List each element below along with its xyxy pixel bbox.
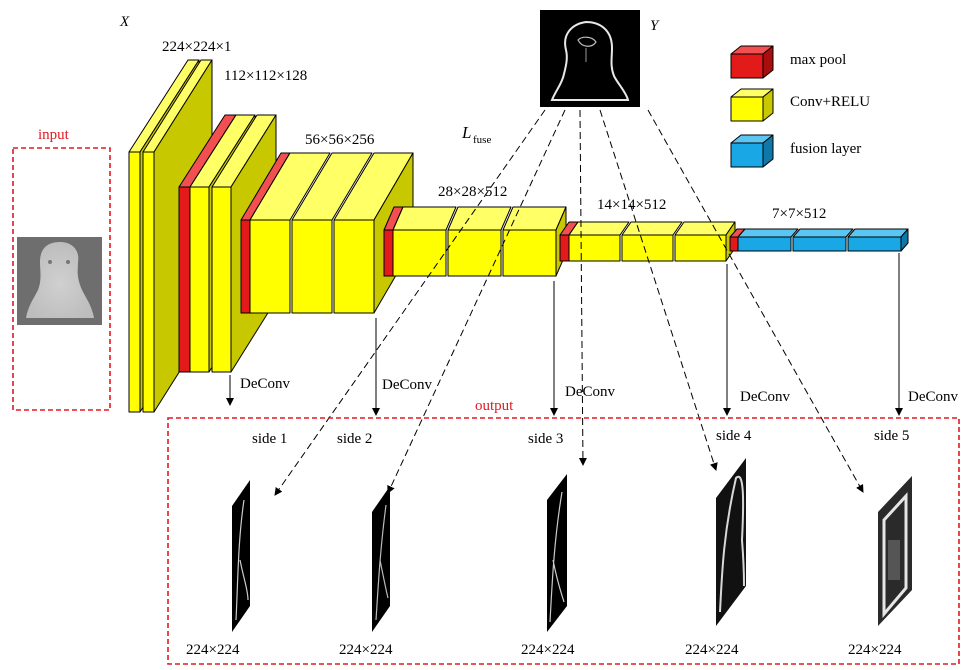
- stage6-fusion-block: [730, 229, 908, 251]
- side-output-image-4: [716, 458, 746, 626]
- stage5-block: [560, 222, 735, 261]
- side-output-image-1: [232, 480, 250, 632]
- stage4-block: [384, 207, 566, 276]
- deconv-label-2: DeConv: [382, 377, 432, 393]
- side-size-5: 224×224: [848, 642, 902, 658]
- legend-item-conv-relu: Conv+RELU: [731, 89, 870, 121]
- y-label: Y: [650, 18, 660, 34]
- side-size-1: 224×224: [186, 642, 240, 658]
- svg-text:fusion layer: fusion layer: [790, 141, 861, 157]
- l-fuse-label: L fuse: [461, 123, 491, 146]
- svg-text:fuse: fuse: [473, 134, 491, 146]
- side-label-5: side 5: [874, 428, 909, 444]
- side-label-3: side 3: [528, 431, 563, 447]
- svg-text:L: L: [461, 123, 471, 142]
- dim-stage6: 7×7×512: [772, 206, 826, 222]
- legend-item-fusion-layer: fusion layer: [731, 135, 861, 167]
- dim-stage2: 112×112×128: [224, 68, 307, 84]
- deconv-label-5: DeConv: [908, 389, 958, 405]
- side-size-2: 224×224: [339, 642, 393, 658]
- dim-stage5: 14×14×512: [597, 197, 666, 213]
- side-output-image-2: [372, 486, 390, 632]
- dim-stage4: 28×28×512: [438, 184, 507, 200]
- input-label: input: [38, 127, 70, 143]
- dim-stage1: 224×224×1: [162, 39, 231, 55]
- svg-text:Conv+RELU: Conv+RELU: [790, 94, 870, 110]
- ground-truth-image: [540, 10, 640, 107]
- legend: max pool Conv+RELU fusion layer: [731, 46, 870, 167]
- side-size-3: 224×224: [521, 642, 575, 658]
- side-output-image-3: [547, 474, 567, 632]
- deconv-label-3: DeConv: [565, 384, 615, 400]
- side-output-image-5: [878, 476, 912, 626]
- side-label-1: side 1: [252, 431, 287, 447]
- deconv-label-1: DeConv: [240, 376, 290, 392]
- input-image: [17, 237, 102, 325]
- deconv-label-4: DeConv: [740, 389, 790, 405]
- output-label: output: [475, 398, 514, 414]
- svg-text:max pool: max pool: [790, 52, 846, 68]
- side-label-4: side 4: [716, 428, 752, 444]
- x-label: X: [119, 14, 130, 30]
- legend-item-max-pool: max pool: [731, 46, 846, 78]
- side-size-4: 224×224: [685, 642, 739, 658]
- dim-stage3: 56×56×256: [305, 132, 375, 148]
- side-label-2: side 2: [337, 431, 372, 447]
